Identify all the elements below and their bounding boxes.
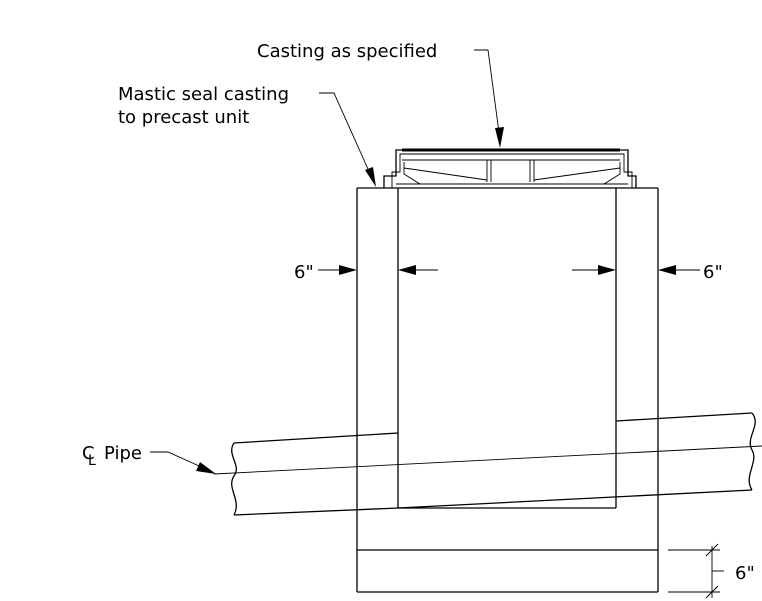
wall-dimensions: 6" 6" <box>294 262 723 283</box>
arrow-left-icon <box>398 265 416 275</box>
mastic-label-line1: Mastic seal casting <box>118 84 289 105</box>
precast-unit <box>356 187 659 593</box>
base-thickness-label: 6" <box>735 563 755 584</box>
pipe <box>213 412 762 516</box>
centerline-icon: C L <box>82 443 96 469</box>
casting-label: Casting as specified <box>257 41 437 62</box>
svg-text:C: C <box>82 443 95 464</box>
mastic-label-line2: to precast unit <box>118 107 249 128</box>
casting-leader: Casting as specified <box>257 41 504 148</box>
arrow-left-icon <box>658 265 676 275</box>
base-dimension: 6" <box>668 543 755 599</box>
arrow-right-icon <box>598 265 616 275</box>
casting-frame <box>383 148 637 188</box>
arrow-right-icon <box>339 265 357 275</box>
svg-text:L: L <box>88 453 96 469</box>
pipe-centerline-leader: C L Pipe <box>82 443 216 474</box>
wall-left-label: 6" <box>294 262 314 283</box>
pipe-label: Pipe <box>104 443 142 464</box>
mastic-leader: Mastic seal casting to precast unit <box>118 84 376 187</box>
inner-chamber <box>397 188 617 509</box>
wall-right-label: 6" <box>703 262 723 283</box>
